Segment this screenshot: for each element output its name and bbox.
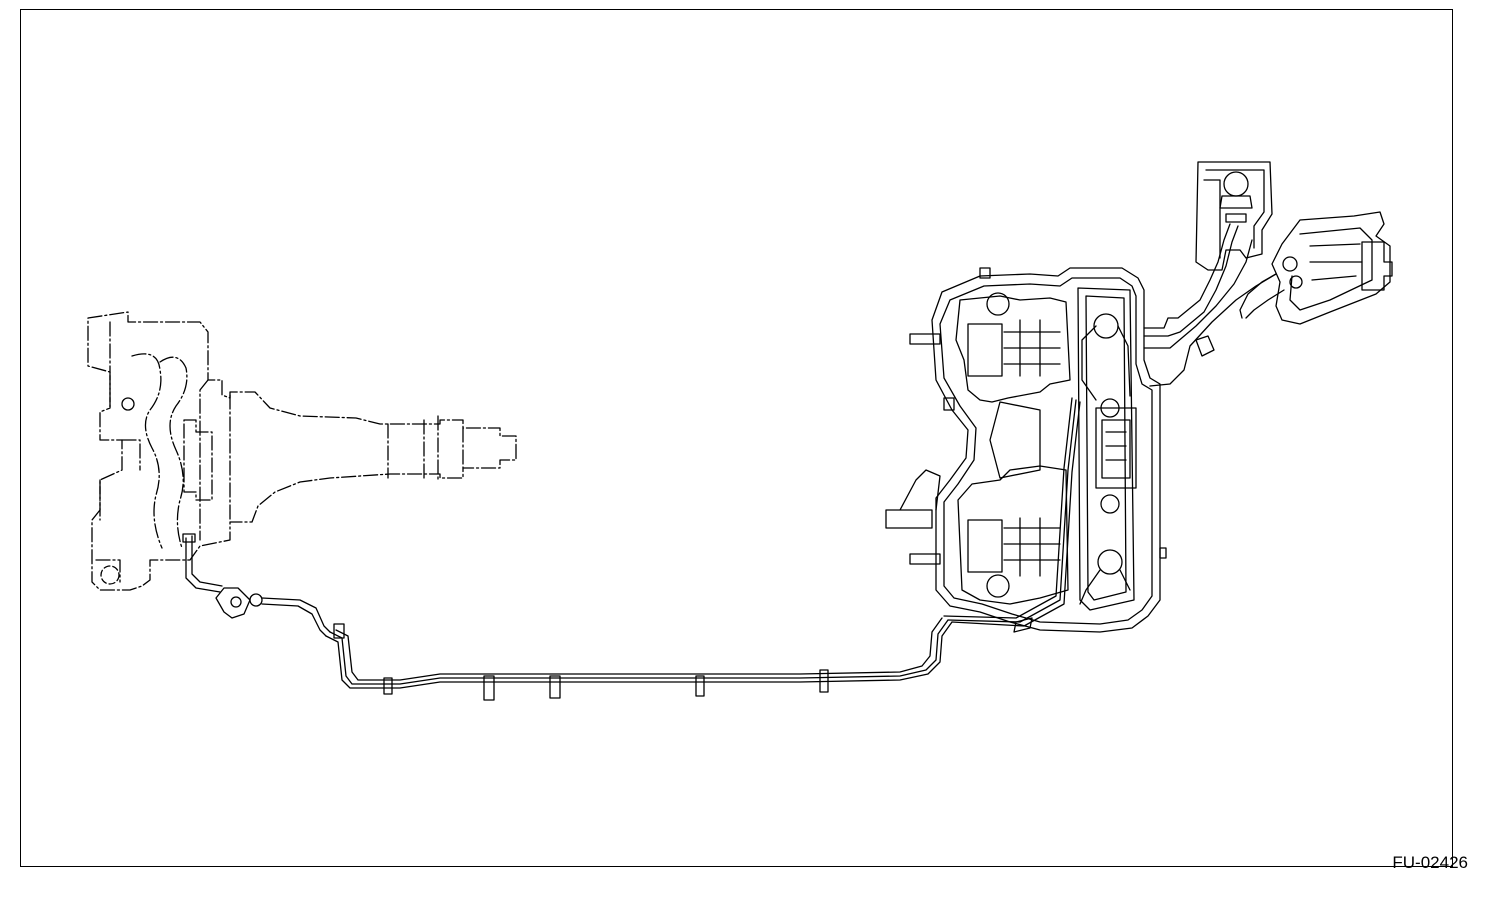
tank-baffle-top (968, 324, 1002, 376)
figure-id-label: FU-02426 (1392, 853, 1468, 872)
fuel-line-connector (183, 534, 195, 542)
filler-cap-ring (1220, 196, 1252, 208)
fuel-sender-wires (1080, 326, 1130, 604)
tank-baffle-bottom (968, 520, 1002, 572)
engine-transmission-outline (88, 312, 516, 590)
tank-mounting-tab-left-mid (886, 470, 940, 528)
tank-right-chamber-inner (1086, 296, 1126, 600)
filler-neck-evap-canister (1144, 162, 1392, 386)
fuel-tank (886, 268, 1166, 632)
filler-breather-pipe (1144, 240, 1276, 386)
evap-canister-body (1272, 212, 1390, 324)
tank-right-chamber (1078, 288, 1134, 610)
fuel-pump-module-body (1096, 408, 1136, 488)
filler-pipe (1144, 224, 1238, 336)
engine-block-inner (110, 322, 208, 540)
figure-frame (20, 9, 1453, 867)
tank-ribs-bottom (1004, 518, 1060, 576)
tank-mounting-tab-top (980, 268, 990, 278)
pipe-clip-3 (550, 676, 560, 698)
tank-ribs-top (1004, 320, 1060, 376)
fuel-sender-gauge-top (1094, 314, 1118, 338)
pipe-clip-5 (820, 670, 828, 692)
fuel-tank-inner-shell (940, 278, 1152, 624)
engine-mount-bolt (122, 398, 134, 410)
filler-hose-clamp (1226, 214, 1246, 222)
fuel-tank-outer-shell (932, 268, 1160, 632)
underbody-fuel-pipes (326, 398, 1080, 700)
engine-block-outline (88, 312, 516, 590)
evap-canister-bracket (1362, 242, 1392, 290)
tank-pipe-bundle (944, 398, 1080, 626)
tank-drain-plug-top (987, 293, 1009, 315)
evap-hose-to-tank (1240, 274, 1284, 318)
fuel-pump-top-port (1101, 399, 1119, 417)
tank-saddle-left-lobe-top (956, 296, 1070, 402)
filler-neck-inner (1204, 170, 1264, 258)
evap-valve-upper (1283, 257, 1297, 271)
evap-canister-inner (1290, 228, 1372, 310)
filler-cap (1224, 172, 1248, 196)
intake-manifold-runners (132, 354, 187, 548)
tank-mounting-tab-right (1160, 548, 1166, 558)
union-fitting (250, 594, 262, 606)
engine-accessory-bracket (184, 420, 212, 500)
transmission-housing-seam (230, 395, 463, 522)
fuel-sender-gauge-bottom (1098, 550, 1122, 574)
evap-valve-lower (1290, 276, 1302, 288)
engine-lower-detail (96, 480, 120, 582)
transmission-rear-flange (424, 416, 438, 482)
fuel-pipe-evap (336, 618, 942, 680)
tank-front-crossbar (1014, 618, 1032, 632)
tank-saddle-center (990, 402, 1040, 478)
tank-saddle-left-lobe-bottom (958, 466, 1068, 604)
tank-mounting-tab-left-bottom (910, 554, 940, 564)
union-hose (262, 598, 330, 636)
fuel-pipe-return (326, 622, 952, 688)
vent-valve (1196, 336, 1214, 356)
tank-drain-plug-bottom (987, 575, 1009, 597)
fuel-pipe-supply (330, 620, 948, 684)
junction-bolt (231, 597, 241, 607)
line-clamp (334, 624, 344, 638)
pipe-clip-1 (384, 678, 392, 694)
engine-lower-pulley (101, 566, 119, 584)
fuel-pump-bottom-port (1101, 495, 1119, 513)
fuel-pump-module-inner (1102, 420, 1130, 478)
junction-bracket (216, 588, 250, 618)
pipe-clip-2 (484, 676, 494, 700)
fuel-line-riser (186, 536, 222, 592)
filler-neck-housing (1196, 162, 1272, 270)
tank-bracket-left-upper (944, 398, 954, 410)
front-fuel-line-junction (183, 534, 344, 638)
tank-mounting-tab-left-top (910, 334, 940, 344)
pipe-clip-4 (696, 676, 704, 696)
